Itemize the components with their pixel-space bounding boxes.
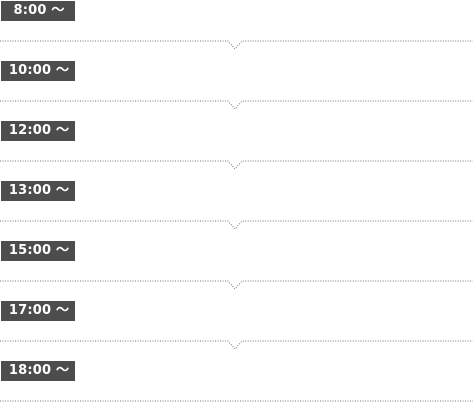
schedule-slot: 8:00 〜 bbox=[0, 0, 473, 60]
divider-line bbox=[0, 394, 473, 410]
divider-arrow bbox=[0, 34, 473, 50]
schedule-slot: 13:00 〜 bbox=[0, 180, 473, 240]
divider-arrow bbox=[0, 94, 473, 110]
schedule-timeline: 8:00 〜 10:00 〜 12:00 〜 13:00 〜 bbox=[0, 0, 473, 402]
time-badge: 13:00 〜 bbox=[1, 181, 75, 201]
time-badge: 8:00 〜 bbox=[1, 1, 75, 21]
time-badge: 18:00 〜 bbox=[1, 361, 75, 381]
divider-arrow bbox=[0, 274, 473, 290]
divider-arrow bbox=[0, 154, 473, 170]
time-badge: 17:00 〜 bbox=[1, 301, 75, 321]
divider-arrow bbox=[0, 334, 473, 350]
schedule-slot: 12:00 〜 bbox=[0, 120, 473, 180]
time-badge: 15:00 〜 bbox=[1, 241, 75, 261]
schedule-slot: 17:00 〜 bbox=[0, 300, 473, 360]
schedule-slot: 10:00 〜 bbox=[0, 60, 473, 120]
time-badge: 10:00 〜 bbox=[1, 61, 75, 81]
schedule-slot: 15:00 〜 bbox=[0, 240, 473, 300]
time-badge: 12:00 〜 bbox=[1, 121, 75, 141]
divider-arrow bbox=[0, 214, 473, 230]
schedule-slot: 18:00 〜 bbox=[0, 360, 473, 420]
